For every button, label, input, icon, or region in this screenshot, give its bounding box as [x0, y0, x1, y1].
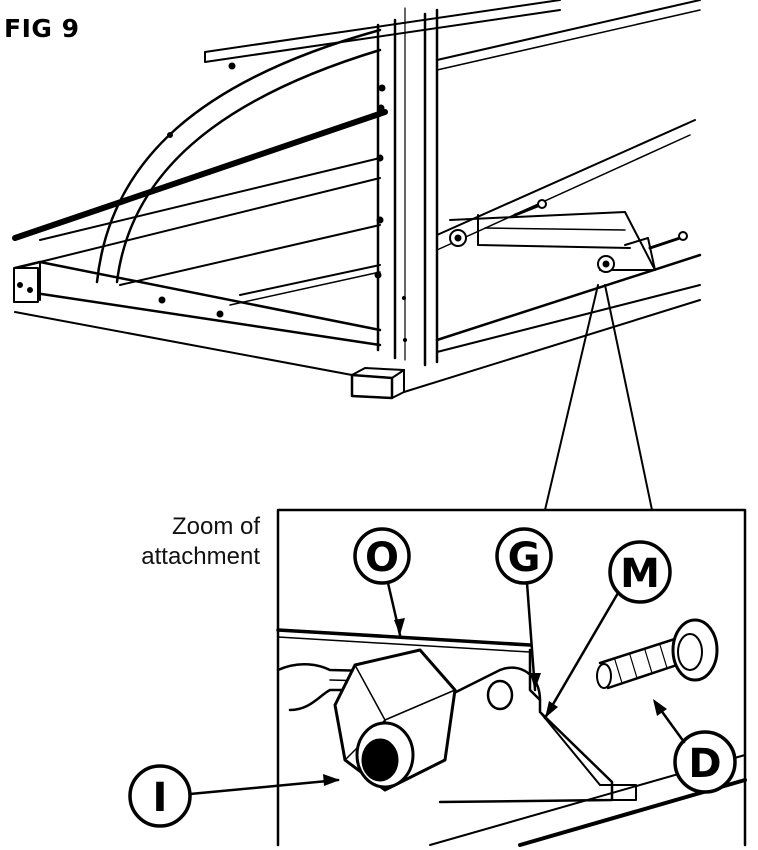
zoom-leader-right	[604, 284, 653, 511]
frame-assembly	[12, 0, 702, 400]
zoom-box	[276, 508, 747, 847]
zoom-label-line2: attachment	[141, 543, 260, 570]
figure-title: FIG 9	[4, 14, 80, 43]
bolt-hole	[167, 132, 173, 138]
bracket-hole	[486, 679, 514, 711]
callout-G: G	[495, 527, 553, 585]
svg-text:D: D	[688, 741, 721, 787]
bracket	[438, 666, 614, 804]
zoom-leader-left	[544, 284, 599, 511]
svg-text:G: G	[508, 535, 541, 581]
svg-text:M: M	[620, 551, 660, 597]
zoom-label: Zoom of attachment	[141, 512, 260, 572]
callout-O: O	[353, 527, 411, 585]
svg-text:I: I	[153, 775, 168, 821]
bolt-head	[671, 618, 719, 682]
svg-text:O: O	[365, 535, 399, 581]
callout-D: D	[673, 730, 737, 794]
zoom-label-line1: Zoom of	[171, 513, 260, 540]
foot-block	[350, 373, 394, 400]
leader-G	[525, 581, 537, 692]
leader-M	[543, 591, 620, 720]
bolt-hole	[228, 62, 236, 70]
leader-I	[188, 778, 340, 796]
callout-I: I	[128, 764, 192, 828]
callout-M: M	[608, 540, 672, 604]
